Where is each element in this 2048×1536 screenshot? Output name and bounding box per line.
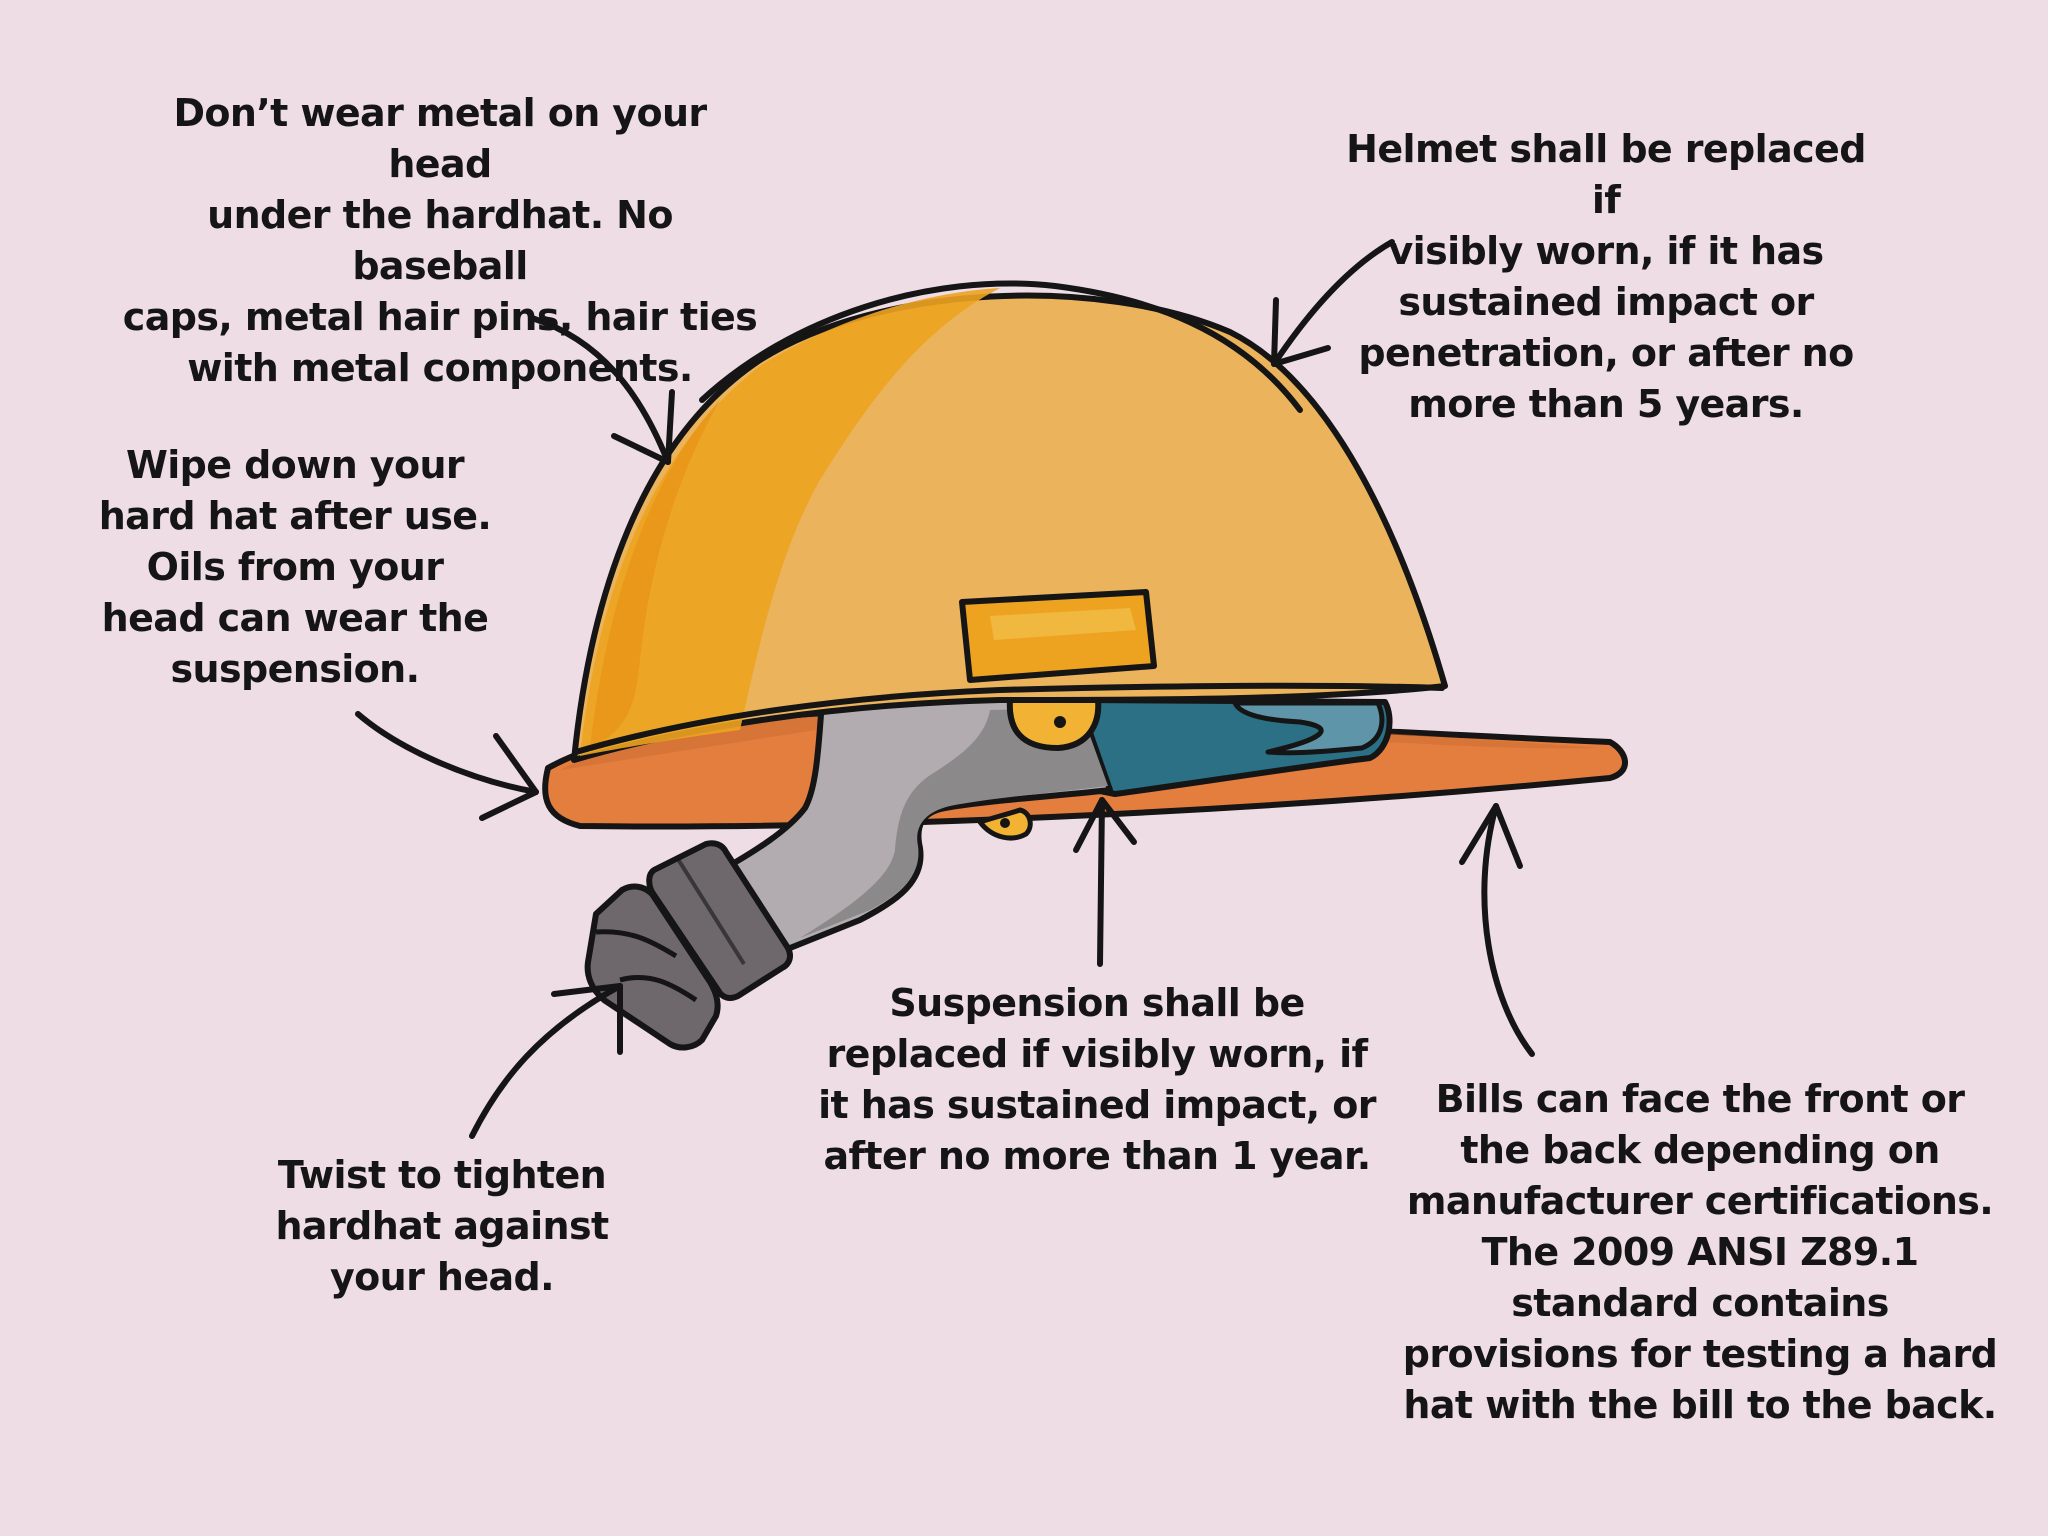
arrow-wipe-down	[355, 711, 539, 795]
suspension-clip-bottom-rivet	[1000, 818, 1010, 828]
arrow-bills	[1481, 803, 1535, 1057]
annotation-wipe-down: Wipe down your hard hat after use. Oils …	[98, 443, 492, 691]
helmet-shell-shade	[580, 288, 1000, 756]
arrow-no-metal	[529, 315, 671, 465]
suspension-clip-top	[1006, 697, 1102, 751]
helmet-rim-line	[573, 682, 1445, 755]
arrow-suspension	[1097, 797, 1105, 967]
annotation-suspension: Suspension shall be replaced if visibly …	[818, 981, 1376, 1178]
accessory-slot	[959, 589, 1157, 683]
arrow-no-metal-head	[611, 389, 675, 465]
suspension-pad-fold	[1232, 700, 1385, 756]
annotation-twist: Twist to tighten hardhat against your he…	[275, 1153, 609, 1299]
helmet-ridge	[699, 280, 1303, 413]
arrow-bills-head	[1459, 803, 1523, 869]
annotation-replace-helmet: Helmet shall be replaced if visibly worn…	[1346, 127, 1866, 426]
arrow-replace-helmet-head	[1271, 297, 1331, 367]
arrow-replace-helmet	[1271, 239, 1395, 367]
accessory-slot-highlight	[990, 608, 1136, 640]
arrow-suspension-head	[1073, 797, 1137, 853]
annotation-no-metal: Don’t wear metal on your head under the …	[122, 91, 758, 390]
annotation-bills: Bills can face the front or the back dep…	[1402, 1077, 1998, 1427]
arrow-twist	[469, 983, 623, 1139]
suspension-strap-shade	[800, 708, 1108, 938]
helmet-shell-edge	[590, 400, 720, 748]
arrow-twist-head	[551, 983, 623, 1055]
arrows	[355, 239, 1535, 1139]
suspension-clip-rivet	[1054, 716, 1066, 728]
arrow-wipe-down-head	[479, 733, 539, 821]
